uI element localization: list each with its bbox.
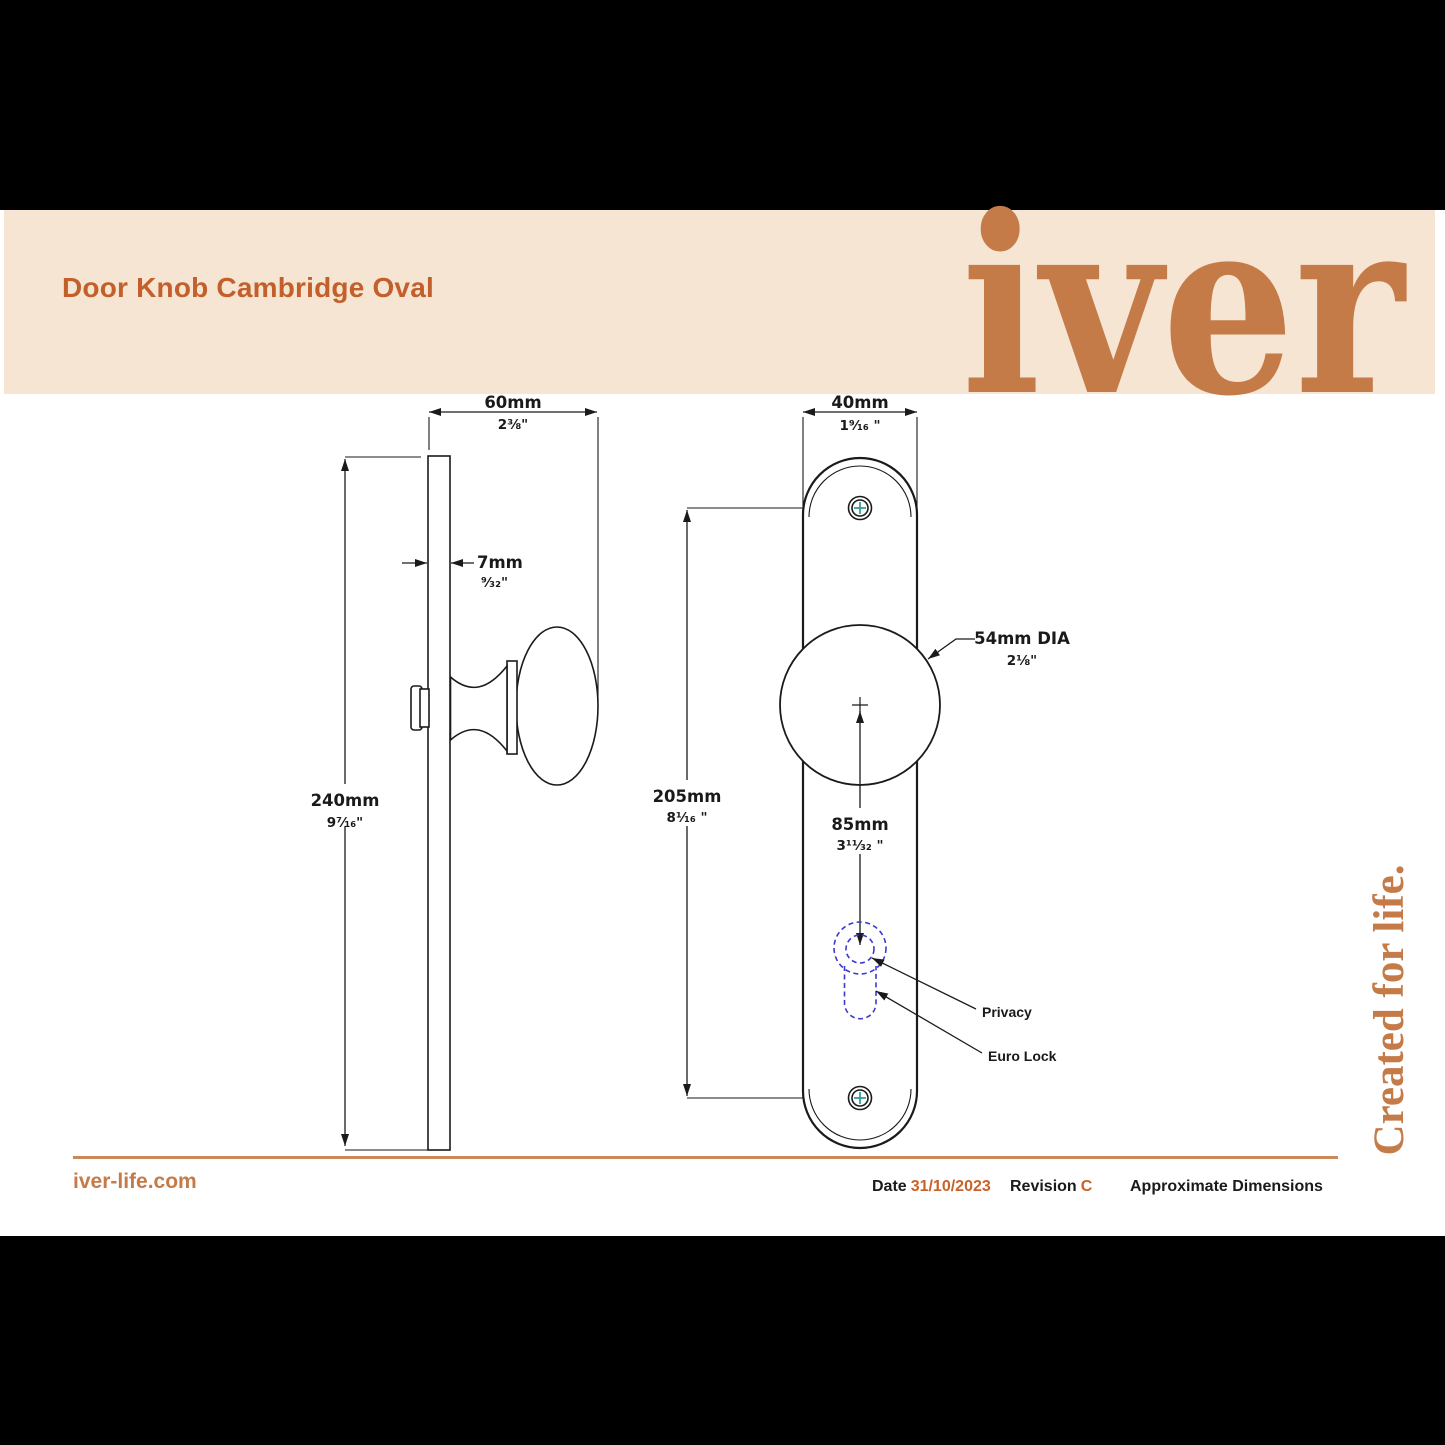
backplate-bottom-chamfer [808, 1088, 912, 1141]
knob-dia-in-label: 2⅛" [1007, 653, 1037, 669]
iver-logo-text: iver [962, 162, 1407, 450]
screw-centres-mm-label: 205mm [653, 787, 722, 806]
spindle-detail-inner [419, 688, 430, 728]
top-letterbox-bar [0, 0, 1445, 210]
euro-lock-slot [843, 966, 877, 1020]
knob-centre-cross [852, 697, 868, 713]
projection-in-label: 2⅜" [498, 417, 528, 433]
privacy-leader [871, 957, 977, 1010]
revision-value: C [1080, 1178, 1093, 1195]
knob-side-profile [515, 626, 599, 786]
euro-lock-leader [875, 990, 983, 1054]
height-mm-label: 240mm [311, 791, 380, 810]
date-value: 31/10/2023 [910, 1178, 991, 1195]
euro-lock-cutout [833, 921, 887, 975]
revision-label: Revision [1010, 1178, 1077, 1195]
privacy-cutout [845, 934, 875, 964]
knob-dia-mm-label: 54mm DIA [974, 629, 1070, 648]
side-view-drawing: 60mm 2⅜" 7mm ⁹⁄₃₂" 240mm 9⁷⁄₁₆" [311, 393, 599, 1151]
top-screw [847, 495, 873, 521]
screw-centres-in-label: 8¹⁄₁₆ " [666, 810, 707, 826]
knob-neck [449, 663, 508, 754]
knob-dia-leader [927, 638, 975, 660]
page-title: Door Knob Cambridge Oval [62, 272, 434, 303]
bottom-screw [847, 1085, 873, 1111]
iver-logo: iver [962, 162, 1407, 450]
front-view-drawing: 40mm 1⁹⁄₁₆ " 205mm 8¹⁄₁₆ " 54mm DIA 2⅛" … [653, 393, 1070, 1150]
plate-width-in-label: 1⁹⁄₁₆ " [839, 418, 880, 434]
euro-lock-label: Euro Lock [988, 1048, 1057, 1064]
created-for-life-tagline: Created for life. [1366, 864, 1413, 1156]
plate-width-mm-label: 40mm [831, 393, 888, 412]
projection-mm-label: 60mm [484, 393, 541, 412]
backplate-side-profile [427, 455, 451, 1151]
thickness-in-label: ⁹⁄₃₂" [481, 575, 508, 591]
privacy-label: Privacy [982, 1004, 1032, 1020]
height-in-label: 9⁷⁄₁₆" [327, 815, 363, 831]
dimensions-note: Approximate Dimensions [1130, 1178, 1323, 1195]
date-label: Date [872, 1178, 907, 1195]
thickness-mm-label: 7mm [477, 553, 523, 572]
knob-collar [506, 660, 518, 755]
website-link[interactable]: iver-life.com [73, 1170, 197, 1193]
backplate-top-chamfer [808, 465, 912, 518]
lock-centre-mm-label: 85mm [831, 815, 888, 834]
lock-centre-in-label: 3¹¹⁄₃₂ " [836, 838, 883, 854]
header-band: iver [4, 162, 1435, 450]
footer-separator-line [73, 1156, 1338, 1159]
bottom-letterbox-bar [0, 1236, 1445, 1445]
